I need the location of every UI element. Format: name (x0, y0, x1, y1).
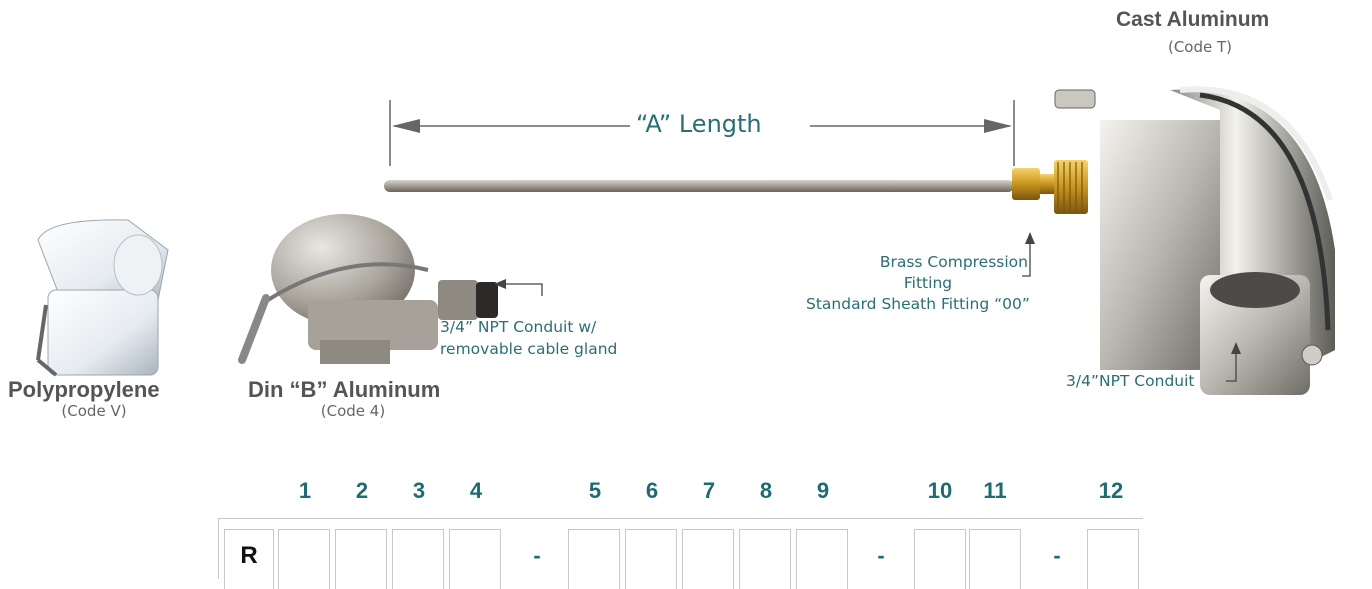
position-number: 6 (645, 478, 659, 503)
probe-sheath (384, 180, 1014, 192)
cast-conduit-note: 3/4”NPT Conduit (1066, 372, 1195, 390)
position-number: 1 (298, 478, 312, 503)
polypropylene-code: (Code V) (61, 402, 127, 420)
code-box-3[interactable] (392, 529, 444, 589)
code-box-10[interactable] (914, 529, 966, 589)
fitting-leader (1022, 232, 1035, 277)
cast-aluminum-code: (Code T) (1167, 38, 1233, 56)
code-box-1[interactable] (278, 529, 330, 589)
fitting-note-line1: Brass Compression (879, 253, 1028, 271)
position-number: 7 (702, 478, 716, 503)
cast-conduit-leader (1226, 342, 1241, 382)
code-separator: - (533, 543, 541, 568)
code-box-11[interactable] (969, 529, 1021, 589)
din-conduit-leader (494, 279, 543, 296)
code-separator: - (1053, 543, 1061, 568)
position-number: 2 (355, 478, 369, 503)
position-number: 9 (816, 478, 830, 503)
code-box-9[interactable] (796, 529, 848, 589)
code-separator: - (877, 543, 885, 568)
model-code-prefix: R (224, 529, 274, 589)
position-number: 10 (927, 478, 953, 503)
fitting-note-line2: Fitting (903, 274, 953, 292)
code-box-6[interactable] (625, 529, 677, 589)
position-number: 4 (469, 478, 483, 503)
model-code-position-numbers: 1 2 3 4 5 6 7 8 9 10 11 12 (0, 478, 1372, 508)
position-number: 5 (588, 478, 602, 503)
fitting-note-line3: Standard Sheath Fitting “00” (806, 295, 1030, 313)
din-b-aluminum-head-icon (238, 214, 498, 364)
din-b-aluminum-title: Din “B” Aluminum (248, 377, 441, 402)
din-conduit-note-line2: removable cable gland (440, 340, 618, 358)
din-conduit-note-line1: 3/4” NPT Conduit w/ (440, 318, 597, 336)
cast-aluminum-head-icon (1054, 86, 1335, 395)
a-length-label: “A” Length (636, 110, 762, 138)
model-code-table: R - - - (218, 518, 1143, 589)
position-number: 3 (412, 478, 426, 503)
polypropylene-head-icon (36, 219, 169, 377)
din-b-aluminum-code: (Code 4) (320, 402, 386, 420)
code-box-2[interactable] (335, 529, 387, 589)
position-number: 12 (1098, 478, 1124, 503)
code-box-4[interactable] (449, 529, 501, 589)
code-box-7[interactable] (682, 529, 734, 589)
cast-aluminum-title: Cast Aluminum (1116, 8, 1270, 31)
position-number: 11 (983, 478, 1007, 503)
brass-compression-fitting-icon (1012, 160, 1088, 214)
code-box-12[interactable] (1087, 529, 1139, 589)
code-box-5[interactable] (568, 529, 620, 589)
position-number: 8 (759, 478, 773, 503)
polypropylene-title: Polypropylene (8, 377, 160, 402)
code-box-8[interactable] (739, 529, 791, 589)
a-length-dimension (389, 100, 1015, 166)
